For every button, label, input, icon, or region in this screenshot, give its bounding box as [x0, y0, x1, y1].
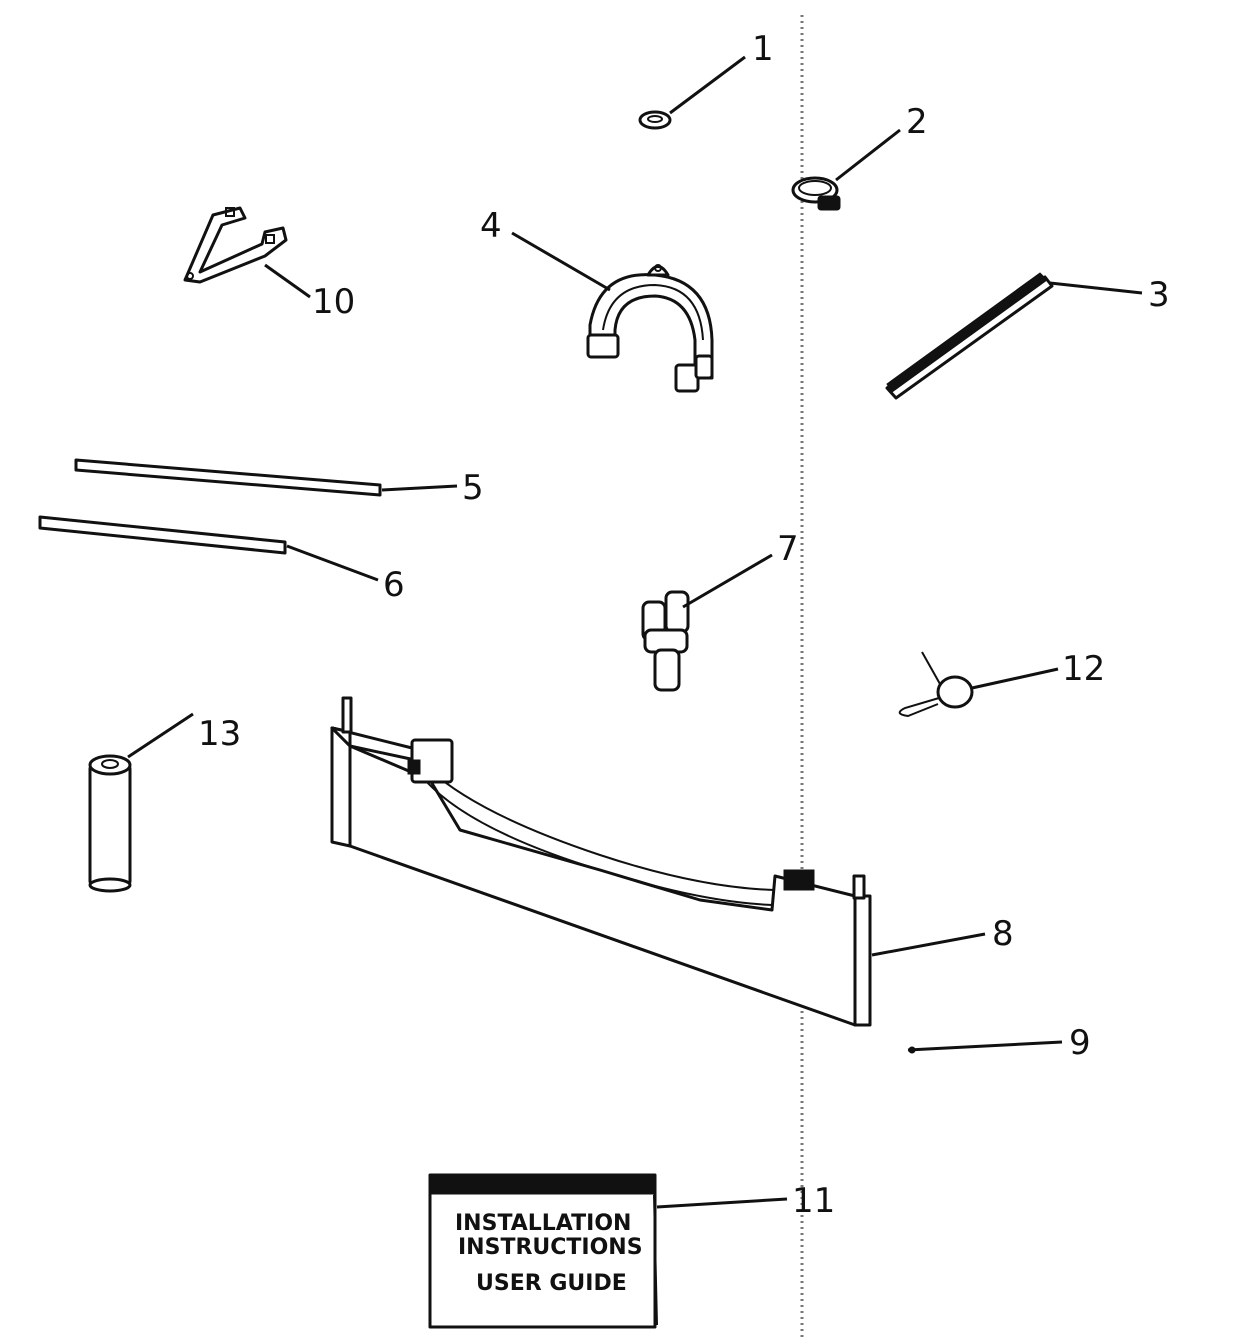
callout-9: 9 — [1069, 1023, 1091, 1063]
part-9-screw: 9 — [907, 1023, 1091, 1063]
callout-2: 2 — [906, 102, 928, 142]
part-6-strip: 6 — [38, 515, 405, 605]
part-5-strip: 5 — [74, 458, 484, 508]
callout-11: 11 — [792, 1181, 835, 1221]
part-8-kick-panel: 8 — [330, 696, 1014, 1027]
callout-3: 3 — [1148, 275, 1170, 315]
callout-6: 6 — [383, 565, 405, 605]
part-10-spring-clip: 10 — [183, 206, 355, 322]
callout-12: 12 — [1062, 649, 1105, 689]
callout-7: 7 — [777, 529, 799, 569]
part-13-socket: 13 — [88, 712, 241, 893]
part-1-washer: 1 — [638, 29, 774, 130]
callout-13: 13 — [198, 714, 241, 754]
booklet-line-1: INSTALLATION — [455, 1211, 631, 1236]
part-3-brush-strip: 3 — [885, 272, 1170, 400]
callout-10: 10 — [312, 282, 355, 322]
callout-5: 5 — [462, 468, 484, 508]
part-7-y-connector: 7 — [641, 529, 799, 692]
booklet-line-2: INSTRUCTIONS — [458, 1235, 643, 1260]
booklet-line-3: USER GUIDE — [476, 1271, 627, 1296]
callout-4: 4 — [480, 206, 502, 246]
callout-1: 1 — [752, 29, 774, 69]
part-12-wire-ring: 12 — [898, 649, 1105, 718]
part-4-hose-guide: 4 — [480, 206, 714, 393]
callout-8: 8 — [992, 914, 1014, 954]
part-11-booklet: INSTALLATION INSTRUCTIONS USER GUIDE 11 — [428, 1173, 835, 1329]
part-2-hose-clamp: 2 — [791, 102, 928, 211]
